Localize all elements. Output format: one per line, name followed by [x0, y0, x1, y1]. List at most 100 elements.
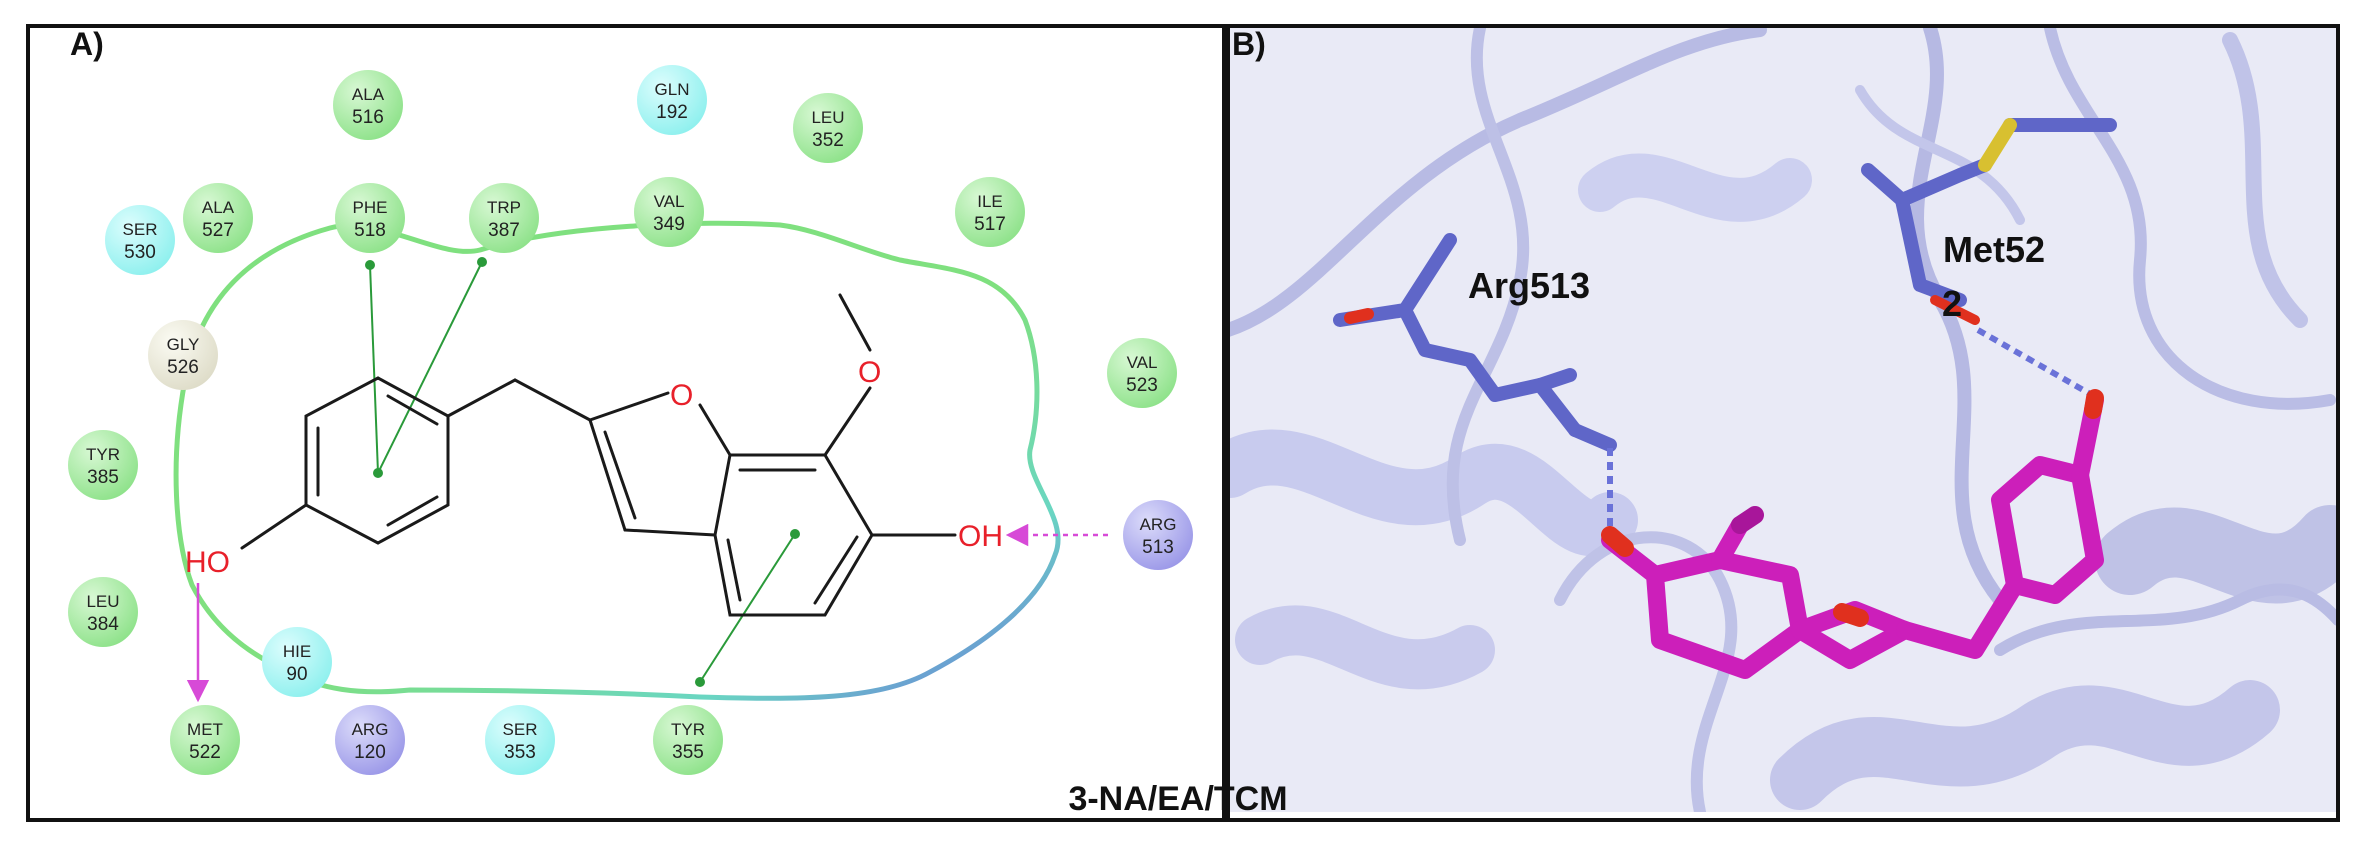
residue-gly-526: GLY 526 — [148, 320, 218, 390]
pocket-contour — [173, 220, 1061, 701]
residue-phe-518: PHE 518 — [335, 183, 405, 253]
residue-bubble — [955, 177, 1025, 247]
pi-stack-dot — [695, 677, 705, 687]
residue-number: 385 — [87, 467, 119, 488]
ligand-o-phenol — [2084, 389, 2104, 419]
double-bond — [726, 538, 742, 602]
residue-name: LEU — [86, 592, 119, 611]
residue-bubble — [335, 705, 405, 775]
atom-labels: O O OH HO — [185, 356, 1003, 579]
figure-caption: 3-NA/EA/TCM — [1068, 780, 1287, 818]
residue-bubble — [1107, 338, 1177, 408]
double-bond — [603, 430, 637, 520]
arg513-guanidine — [1398, 233, 1457, 317]
loop — [1228, 28, 1767, 337]
residue-name: PHE — [353, 198, 388, 217]
panel-b-frame — [1226, 24, 2340, 822]
residue-name: ALA — [202, 198, 235, 217]
residue-name: TRP — [487, 198, 521, 217]
residue-number: 518 — [354, 220, 386, 241]
pi-stack-dot — [790, 529, 800, 539]
pi-stack-dot — [365, 260, 375, 270]
met522-backbone — [1861, 158, 1992, 207]
residue-name: SER — [123, 220, 158, 239]
residue-name: HIE — [283, 642, 311, 661]
residue-number: 522 — [189, 742, 221, 763]
residue-bubble — [68, 430, 138, 500]
residue-number: 527 — [202, 220, 234, 241]
residue-bubble — [1123, 500, 1193, 570]
residue-number: 349 — [653, 214, 685, 235]
label-arg513: Arg513 — [1468, 265, 1590, 306]
furan-bond — [623, 528, 717, 537]
arg513-sticks — [1333, 233, 1617, 452]
atom-ho-left: HO — [185, 546, 230, 579]
residue-ala-527: ALA 527 — [183, 183, 253, 253]
loop — [1446, 28, 1530, 546]
label-met522: Met52 — [1943, 229, 2045, 270]
residue-name: GLY — [167, 335, 200, 354]
panel-b: Arg513 Met52 2 B) — [1226, 24, 2340, 822]
residue-bubble — [634, 177, 704, 247]
pi-stack-tyr355 — [699, 533, 796, 683]
panel-a: A) — [26, 24, 1226, 822]
bond-methoxy — [838, 293, 872, 352]
residue-name: LEU — [811, 108, 844, 127]
residue-name: MET — [187, 720, 223, 739]
residue-bubble — [653, 705, 723, 775]
furan-bond — [588, 391, 670, 422]
double-bond — [813, 535, 859, 605]
residue-name: TYR — [671, 720, 705, 739]
residue-tyr-355: TYR 355 — [653, 705, 723, 775]
loop — [2044, 28, 2336, 410]
pi-stack-dot — [373, 468, 383, 478]
bond-methoxy — [823, 386, 872, 457]
residue-name: ALA — [352, 85, 385, 104]
loop — [1855, 85, 2025, 225]
residue-name: ARG — [352, 720, 389, 739]
residue-name: VAL — [654, 192, 685, 211]
ligand-o-left — [1601, 526, 1634, 557]
met522-oxygen — [1930, 295, 1980, 325]
double-bond — [386, 394, 439, 426]
residue-name: ILE — [977, 192, 1003, 211]
residue-bubble — [485, 705, 555, 775]
residue-number: 526 — [167, 357, 199, 378]
residue-bubble — [637, 65, 707, 135]
bond-ch2 — [513, 378, 592, 422]
residue-number: 530 — [124, 242, 156, 263]
residue-bubble — [333, 70, 403, 140]
hbond-met522-ligand — [1976, 327, 2094, 398]
residue-name: TYR — [86, 445, 120, 464]
panel-a-label: A) — [70, 26, 104, 62]
residue-leu-352: LEU 352 — [793, 93, 863, 163]
ligand-o-furan — [1833, 603, 1869, 627]
residue-number: 353 — [504, 742, 536, 763]
residue-bubble — [68, 577, 138, 647]
arg513-branch — [1533, 368, 1577, 392]
ligand-methyl — [1731, 506, 1764, 534]
residue-bubble — [793, 93, 863, 163]
helix — [1578, 153, 1812, 222]
hbond-arrows — [186, 523, 1108, 703]
furan-bond — [698, 403, 732, 457]
residue-number: 120 — [354, 742, 386, 763]
residue-name: GLN — [655, 80, 690, 99]
met522-sticks — [1861, 118, 2117, 307]
double-bond — [386, 495, 439, 527]
residue-number: 352 — [812, 130, 844, 151]
ligand-bridge — [1896, 576, 2024, 659]
arg513-oxygen-tip — [1344, 308, 1374, 324]
atom-oh-right: OH — [958, 520, 1003, 553]
residue-number: 355 — [672, 742, 704, 763]
residue-bubble — [148, 320, 218, 390]
